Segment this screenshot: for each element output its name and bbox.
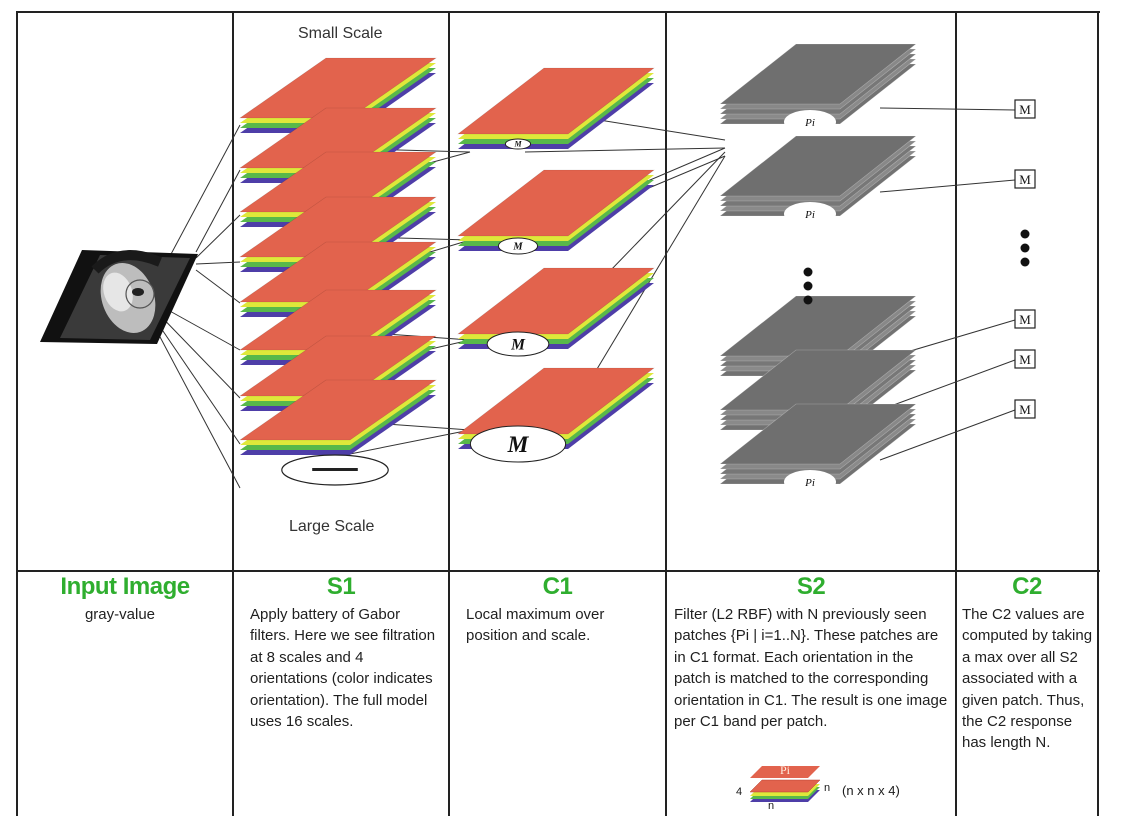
svg-text:M: M — [1019, 172, 1031, 187]
mini-n-right-label: n — [824, 782, 831, 794]
c1-band-layer: M — [457, 267, 655, 357]
s2-patch-layer: Pi — [719, 403, 917, 494]
s2-patch-layer: Pi — [719, 135, 917, 226]
input-image-face — [40, 250, 198, 344]
svg-text:M: M — [1019, 312, 1031, 327]
top-border — [16, 11, 1100, 13]
c2-max-boxes: M M M M M — [1014, 99, 1036, 419]
c1-band-layer: M — [457, 67, 655, 150]
svg-text:M: M — [1019, 102, 1031, 117]
c2-max-box: M — [1014, 309, 1036, 329]
mini-patch-label: Pi — [780, 763, 791, 777]
large-scale-label: Large Scale — [289, 518, 375, 535]
right-border — [1097, 12, 1099, 816]
c2-max-box: M — [1014, 99, 1036, 119]
mini-dims-label: (n x n x 4) — [842, 783, 900, 798]
c2-max-box: M — [1014, 169, 1036, 189]
s1-title: S1 — [326, 573, 356, 600]
c1-max-stack: M M M M — [457, 67, 655, 463]
svg-text:M: M — [510, 336, 526, 353]
s1-scale-layer — [239, 241, 437, 342]
s2-patch-layer: Pi — [719, 43, 917, 134]
s1-scale-layer — [239, 289, 437, 392]
c2-title: C2 — [1012, 573, 1042, 600]
c2-max-box: M — [1014, 349, 1036, 369]
s2-patch-stack: PiPiPiPiPi — [719, 43, 917, 494]
svg-text:Pi: Pi — [804, 117, 815, 129]
mini-n-bottom-label: n — [768, 800, 775, 812]
s1-scale-layer — [239, 151, 437, 248]
col-divider-3 — [665, 12, 667, 816]
svg-text:Pi: Pi — [804, 477, 815, 489]
svg-text:M: M — [1019, 352, 1031, 367]
patch-format-legend: Pi — [749, 763, 821, 802]
s2-title: S2 — [796, 573, 826, 600]
input-image-title: Input Image — [60, 573, 190, 600]
s1-scale-layer — [239, 379, 437, 486]
c2-description: The C2 values are computed by taking a m… — [962, 606, 1093, 752]
svg-text:M: M — [513, 139, 522, 148]
small-scale-label: Small Scale — [298, 25, 383, 42]
svg-text:M: M — [1019, 402, 1031, 417]
ellipsis-dots — [803, 229, 1030, 305]
input-image-subtitle: gray-value — [84, 606, 156, 623]
s2-patch-layer: Pi — [719, 295, 917, 386]
c1-title: C1 — [542, 573, 573, 600]
mid-divider — [16, 570, 1100, 572]
c1-band-layer: M — [457, 367, 655, 463]
s2-description: Filter (L2 RBF) with N previously seen p… — [674, 606, 948, 731]
s2-patch-layer: Pi — [719, 349, 917, 440]
s1-scale-layer — [239, 57, 437, 152]
s1-description: Apply battery of Gabor filters. Here we … — [250, 606, 436, 731]
s1-filter-stack — [239, 57, 437, 486]
col-divider-4 — [955, 12, 957, 816]
col-divider-2 — [448, 12, 450, 816]
svg-text:M: M — [512, 242, 523, 253]
c2-max-box: M — [1014, 399, 1036, 419]
left-border — [16, 12, 18, 816]
c1-band-layer: M — [457, 169, 655, 255]
svg-text:M: M — [507, 432, 530, 458]
c1-description: Local maximum over position and scale. — [466, 606, 605, 645]
mini-4-label: 4 — [736, 786, 743, 798]
col-divider-1 — [232, 12, 234, 816]
svg-text:Pi: Pi — [804, 209, 815, 221]
